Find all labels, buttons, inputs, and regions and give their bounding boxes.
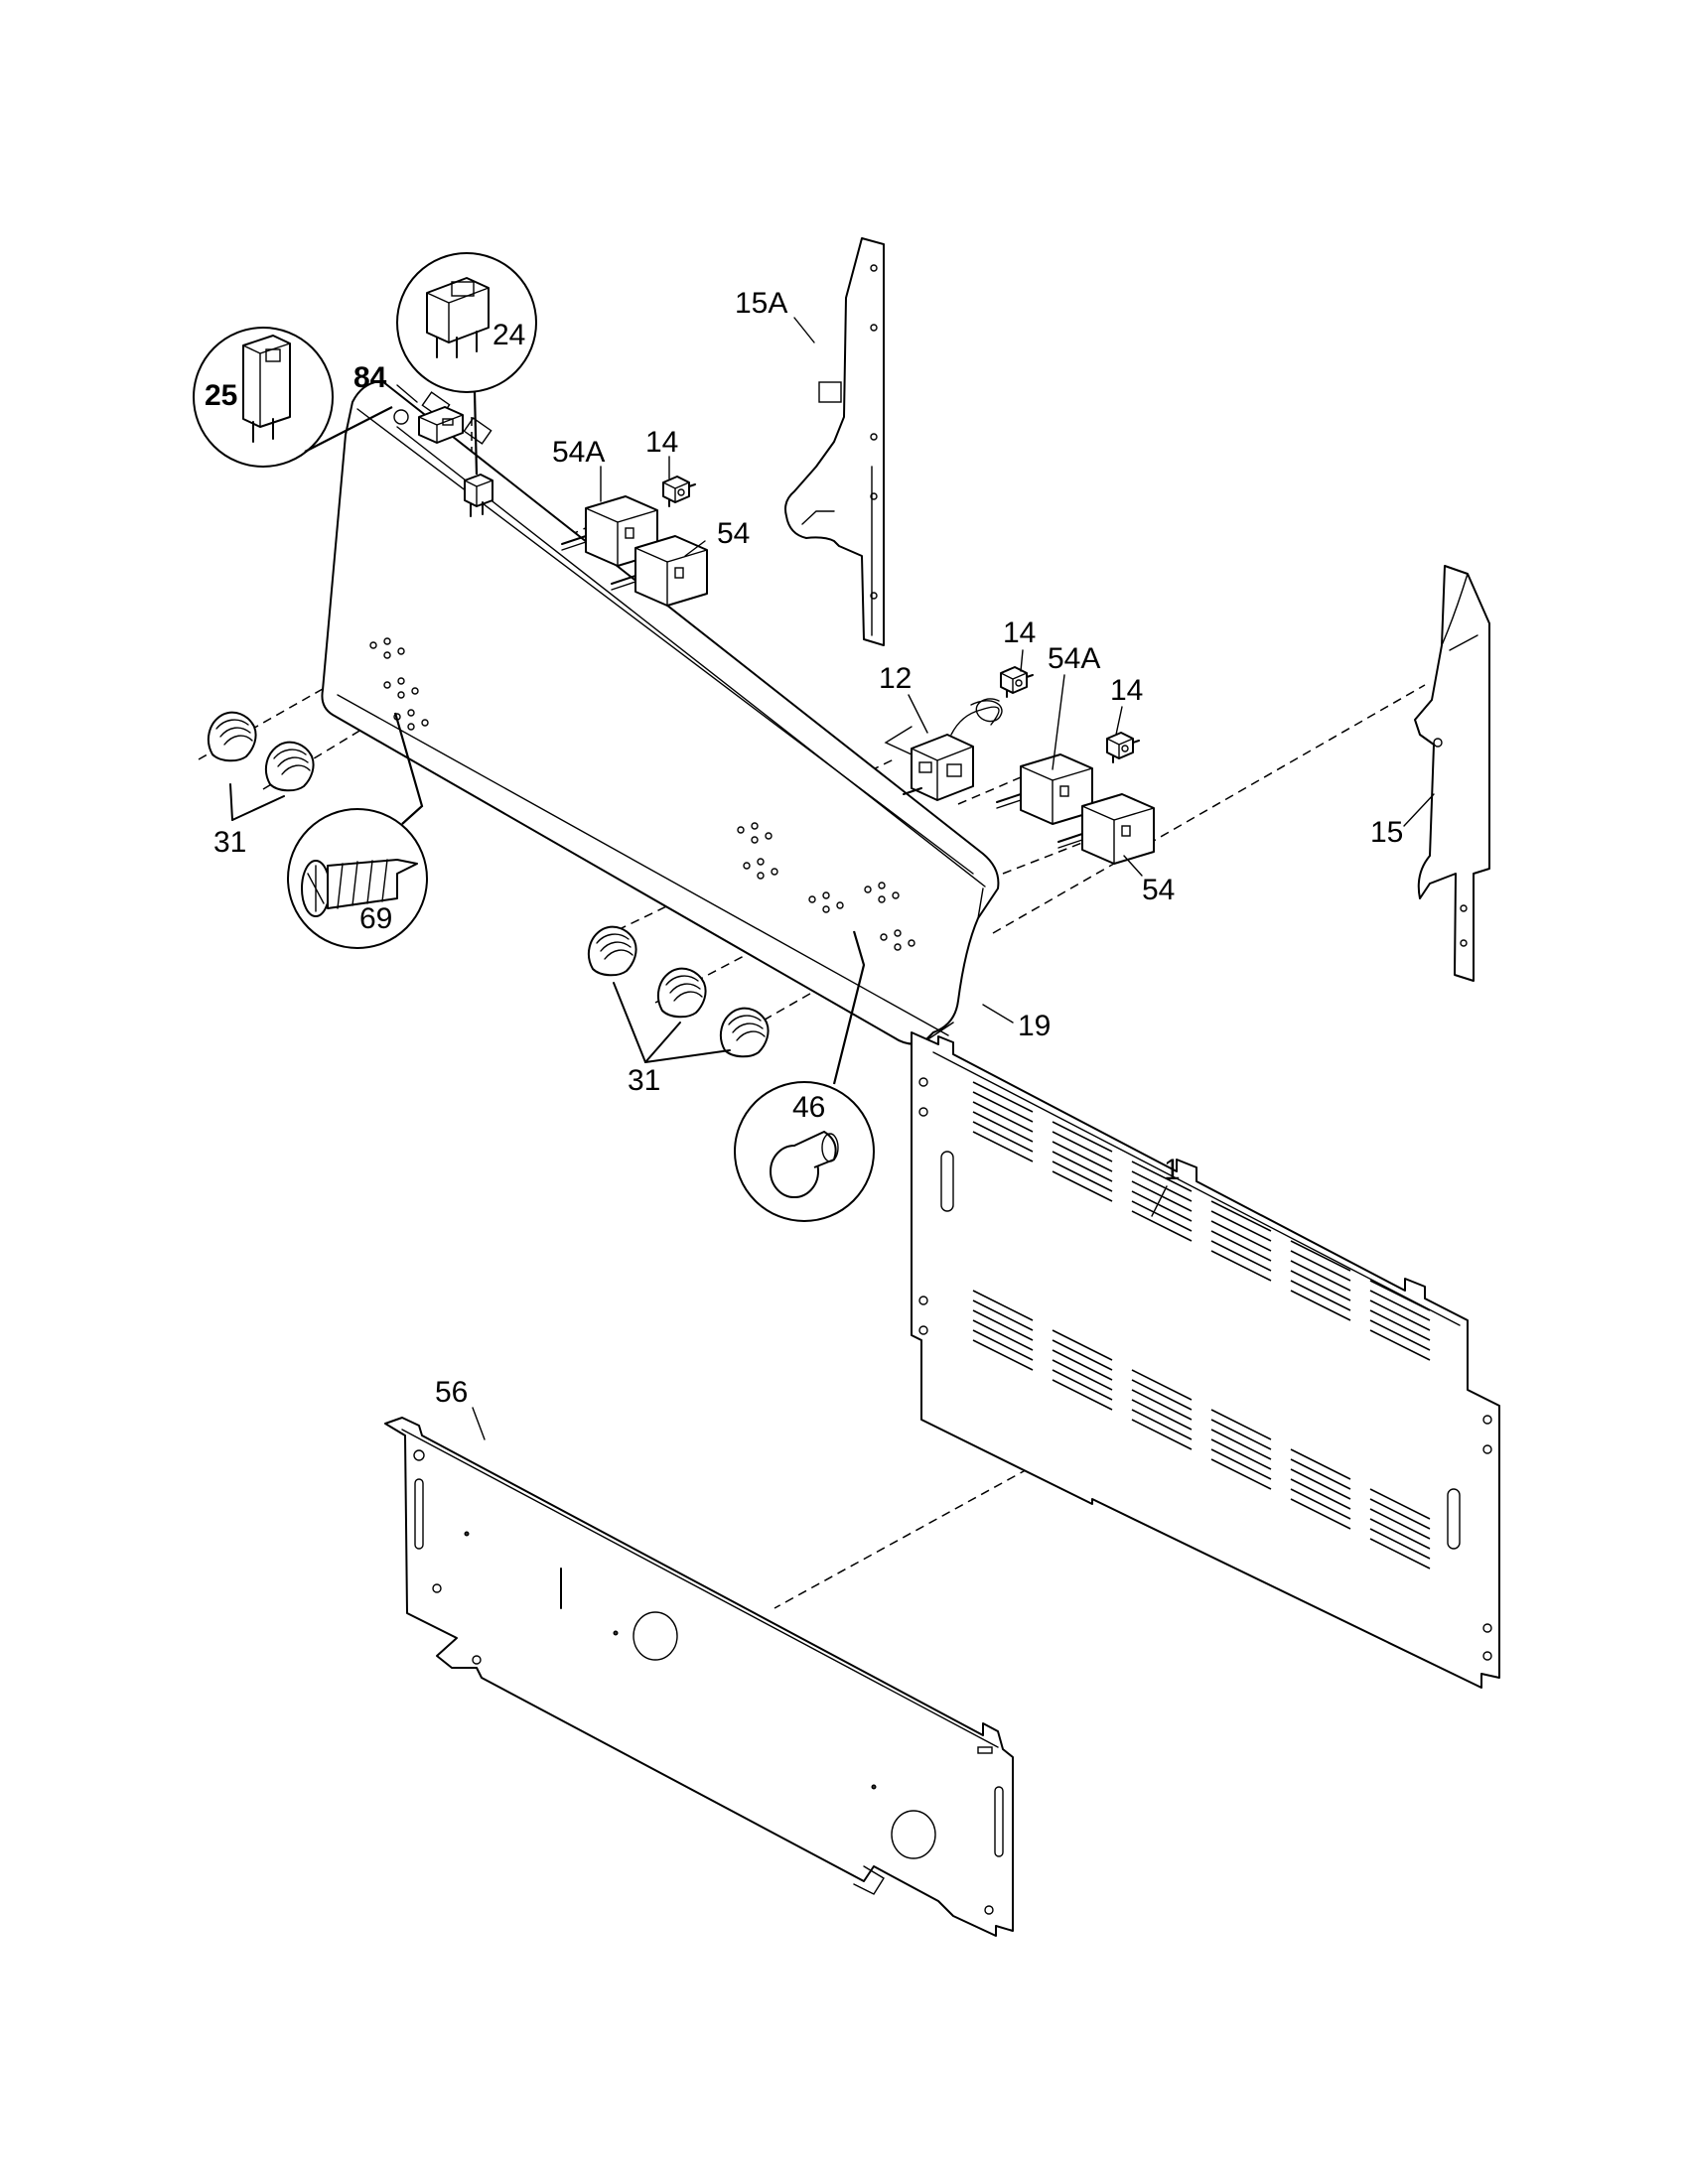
label-19: 19 [1018,1010,1051,1042]
side-bracket-15 [1414,565,1490,982]
terminal-block-14-mid [1000,666,1034,698]
detail-circle-24 [396,252,537,393]
label-15a: 15A [735,287,787,320]
label-56: 56 [435,1376,468,1409]
knob-31-bottom-c [719,1007,770,1058]
leader-69 [393,712,424,825]
leader-25 [304,406,393,453]
label-24: 24 [492,319,525,351]
indicator-light-84 [418,406,464,444]
label-54a-top: 54A [552,436,605,469]
label-54-mid: 54 [1142,874,1175,906]
label-1: 1 [1164,1154,1181,1186]
label-46: 46 [792,1091,825,1124]
terminal-block-14-top [662,476,696,507]
rocker-switch-small [464,474,493,517]
terminal-block-14-right [1106,732,1140,763]
part-labels: 25 84 24 54A 14 54 15A 12 14 54A 14 15 5… [205,287,1403,1409]
label-14-mid: 14 [1003,616,1036,649]
leader-46 [832,930,866,1085]
detail-circle-25 [193,327,334,468]
louvers-lower [972,1290,1431,1570]
side-bracket-15a [784,237,885,646]
screw-icon [301,859,418,917]
detail-circle-46 [734,1081,875,1222]
detail-circle-69 [287,808,428,949]
label-31-left: 31 [213,826,246,859]
callout-leaders [229,317,1435,1440]
label-12: 12 [879,662,912,695]
knob-31-left-a [207,711,257,762]
thermostat-12 [884,698,1003,801]
label-14-top: 14 [645,426,678,459]
plug-button-icon [770,1131,839,1198]
label-84: 84 [353,361,387,394]
label-54a-mid: 54A [1048,642,1100,675]
infinite-switch-54a-mid [996,753,1093,825]
control-panel-19 [321,380,1000,1045]
leader-24 [473,391,479,476]
knob-31-left-b [264,741,315,792]
label-25: 25 [205,379,237,412]
lower-panel-56 [384,1417,1014,1937]
knob-31-bottom-b [656,967,707,1019]
rear-panel-1 [911,1031,1500,1689]
rocker-switch-icon [242,335,291,443]
label-54-top: 54 [717,517,750,550]
label-31-bottom: 31 [628,1064,660,1097]
rocker-switch-icon-24 [426,277,490,358]
label-14-right: 14 [1110,674,1143,707]
label-69: 69 [359,902,392,935]
label-15: 15 [1370,816,1403,849]
knob-31-bottom-a [587,925,637,977]
louvers-upper [972,1081,1431,1361]
